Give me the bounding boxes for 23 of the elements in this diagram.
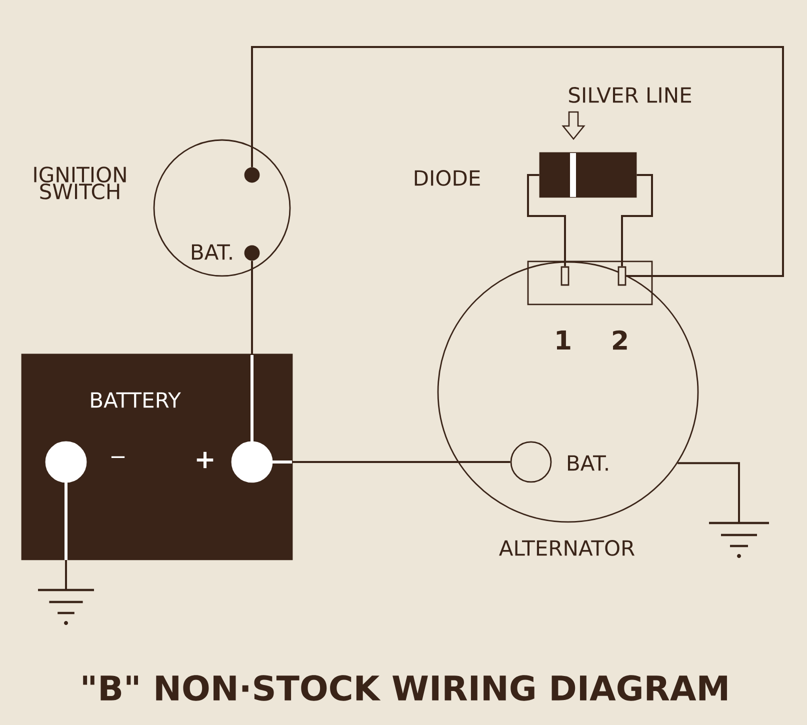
component-label: ALTERNATOR <box>499 540 635 556</box>
terminal-label: + <box>196 452 214 468</box>
component-label: IGNITION SWITCH <box>34 166 126 200</box>
terminal-label: BAT. <box>192 244 232 260</box>
wire <box>621 174 653 266</box>
plug-box <box>527 260 653 306</box>
wire <box>251 46 784 277</box>
terminal-label: − <box>111 456 125 458</box>
terminal-label: SILVER LINE <box>569 87 691 103</box>
ground-symbol <box>38 588 94 625</box>
terminal-label: 2 <box>613 330 627 350</box>
terminal-label: 1 <box>556 330 570 350</box>
wire <box>272 460 510 464</box>
terminal-dot <box>244 167 260 183</box>
caption: "B" NON·STOCK WIRING DIAGRAM <box>83 675 727 701</box>
wire <box>678 462 740 522</box>
component-label: BATTERY <box>91 392 181 408</box>
wire <box>64 482 68 590</box>
terminal-label: BAT. <box>568 455 608 471</box>
wire <box>527 174 566 266</box>
wire <box>250 260 254 442</box>
ground-symbol <box>709 522 769 558</box>
component-label: DIODE <box>414 170 480 186</box>
